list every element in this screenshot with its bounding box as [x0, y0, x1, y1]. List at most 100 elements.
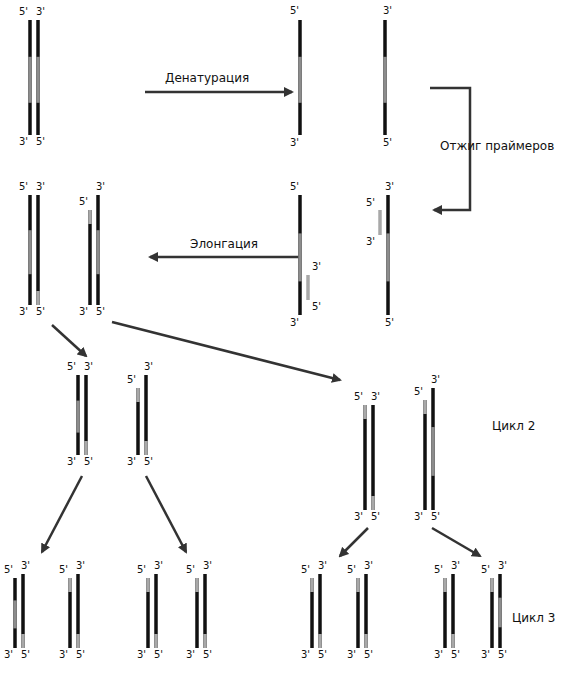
strand-end-label: 5' [84, 457, 93, 467]
dna-strand [13, 578, 17, 648]
strand-end-label: 5' [4, 565, 13, 575]
primer-strand [378, 210, 382, 235]
strand-end-label: 3' [59, 650, 68, 660]
dna-strand [21, 574, 25, 648]
dna-strand [36, 20, 40, 135]
strand-end-label: 5' [144, 457, 153, 467]
step-label: Денатурация [165, 72, 249, 84]
step-label: Отжиг праймеров [440, 140, 554, 152]
strand-end-label: 3' [431, 375, 440, 385]
primer-region [146, 578, 150, 592]
dna-strand [68, 578, 72, 648]
strand-end-label: 3' [498, 561, 507, 571]
primer-region [364, 634, 368, 648]
primer-region [363, 405, 367, 419]
target-region [298, 57, 302, 103]
strand-end-label: 3' [203, 561, 212, 571]
strand-end-label: 5' [96, 307, 105, 317]
strand-end-label: 3' [383, 6, 392, 16]
dna-strand [195, 578, 199, 648]
strand-end-label: 3' [19, 307, 28, 317]
dna-strand [423, 400, 427, 510]
target-region [96, 230, 100, 274]
strand-end-label: 5' [79, 197, 88, 207]
dna-strand [431, 388, 435, 510]
dna-strand [76, 574, 80, 648]
primer-region [443, 578, 447, 592]
strand-end-label: 5' [385, 318, 394, 328]
target-region [76, 401, 80, 433]
strand-end-label: 3' [96, 182, 105, 192]
step-arrow [432, 528, 480, 556]
primer-region [76, 634, 80, 648]
strand-end-label: 5' [127, 375, 136, 385]
primer-region [451, 634, 455, 648]
dna-strand [498, 574, 502, 648]
dna-strand [490, 578, 494, 648]
dna-strand [36, 195, 40, 305]
primer-region [356, 578, 360, 592]
strand-end-label: 3' [385, 182, 394, 192]
target-region [383, 57, 387, 103]
strand-end-label: 5' [481, 565, 490, 575]
dna-strand [364, 574, 368, 648]
dna-strand [383, 20, 387, 135]
strand-end-label: 5' [451, 650, 460, 660]
target-region [36, 57, 40, 103]
primer-region [310, 578, 314, 592]
target-region [431, 427, 435, 476]
strand-end-label: 3' [354, 512, 363, 522]
primer-region [154, 634, 158, 648]
dna-strand [146, 578, 150, 648]
strand-end-label: 5' [19, 182, 28, 192]
primer-region [21, 634, 25, 648]
strand-end-label: 3' [290, 138, 299, 148]
target-region [28, 57, 32, 103]
strand-end-label: 3' [127, 457, 136, 467]
dna-strand [84, 375, 88, 455]
primer-region [68, 578, 72, 592]
strand-end-label: 5' [186, 565, 195, 575]
strand-end-label: 5' [290, 182, 299, 192]
primer-region [36, 291, 40, 305]
strand-end-label: 5' [59, 565, 68, 575]
dna-strand [88, 210, 92, 305]
strand-end-label: 3' [21, 561, 30, 571]
primer-region [84, 441, 88, 455]
strand-end-label: 3' [19, 137, 28, 147]
strand-end-label: 5' [21, 650, 30, 660]
dna-strand [298, 195, 302, 315]
target-region [13, 600, 17, 628]
dna-strand [144, 375, 148, 455]
dna-strand [356, 578, 360, 648]
dna-strand [298, 20, 302, 135]
strand-end-label: 3' [67, 457, 76, 467]
primer-region [490, 578, 494, 592]
dna-strand [136, 388, 140, 455]
strand-end-label: 3' [84, 362, 93, 372]
primer-region [144, 441, 148, 455]
primer-region [195, 578, 199, 592]
target-region [28, 230, 32, 274]
dna-strand [154, 574, 158, 648]
step-arrow [112, 322, 340, 380]
strand-end-label: 5' [76, 650, 85, 660]
step-arrow [42, 476, 82, 552]
dna-strand [451, 574, 455, 648]
dna-strand [363, 405, 367, 510]
strand-end-label: 3' [290, 318, 299, 328]
primer-region [423, 400, 427, 414]
dna-strand [96, 195, 100, 305]
strand-end-label: 3' [414, 512, 423, 522]
target-region [386, 233, 390, 281]
strand-end-label: 3' [144, 362, 153, 372]
strand-end-label: 3' [434, 650, 443, 660]
strand-end-label: 3' [36, 7, 45, 17]
strand-end-label: 3' [347, 650, 356, 660]
strand-end-label: 3' [451, 561, 460, 571]
strand-end-label: 5' [154, 650, 163, 660]
strand-end-label: 3' [312, 262, 321, 272]
strand-end-label: 3' [371, 392, 380, 402]
primer-region [203, 634, 207, 648]
step-arrow [146, 476, 186, 552]
